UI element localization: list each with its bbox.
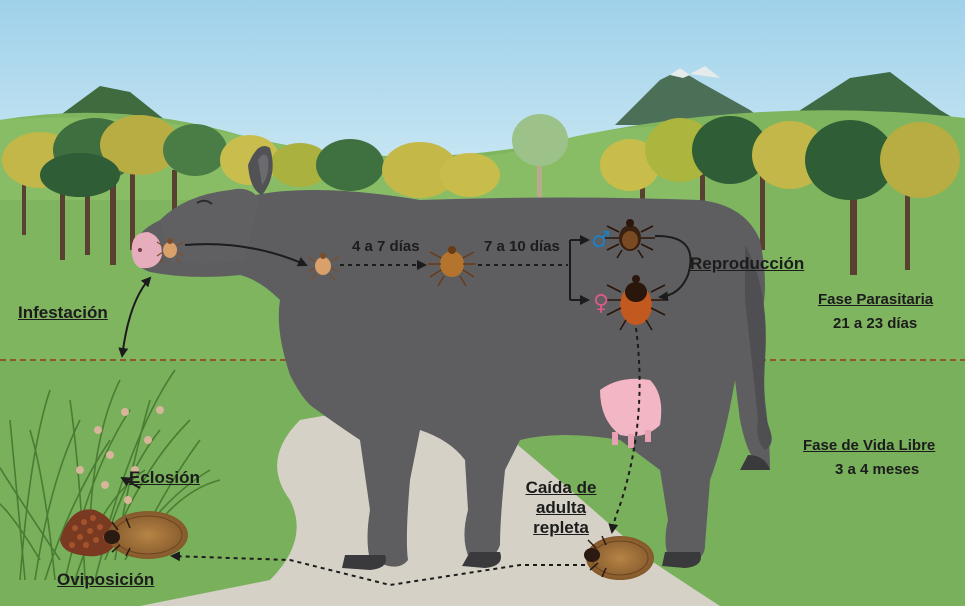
female-symbol: ♀ [593,291,609,316]
label-eclosion: Eclosión [129,468,200,488]
label-oviposicion: Oviposición [57,570,154,590]
phase-parasitaria-title: Fase Parasitaria [818,290,933,310]
label-caida-line1: Caída de [518,478,604,498]
phase-vida-libre-duration: 3 a 4 meses [835,460,919,480]
label-caida-line3: repleta [518,518,604,538]
label-caida: Caída de adulta repleta [518,478,604,538]
phase-vida-libre-title: Fase de Vida Libre [803,436,935,456]
label-reproduccion: Reproducción [690,254,804,274]
label-caida-line2: adulta [518,498,604,518]
label-7-a-10-dias: 7 a 10 días [484,237,560,257]
phase-parasitaria-duration: 21 a 23 días [833,314,917,334]
label-infestacion: Infestación [18,303,108,323]
label-4-a-7-dias: 4 a 7 días [352,237,420,257]
male-symbol: ♂ [591,228,611,253]
